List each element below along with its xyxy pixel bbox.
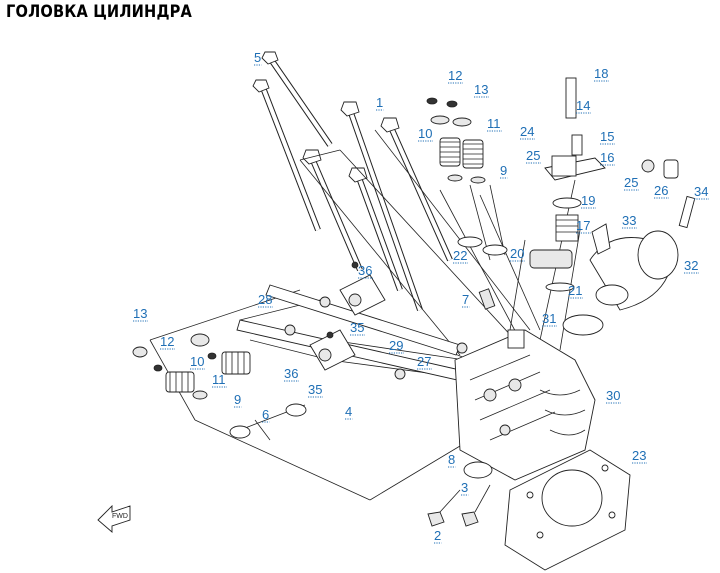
callout-c25a: 25 <box>526 148 540 163</box>
callout-c9a: 9 <box>500 163 507 178</box>
lower-valve-train <box>132 333 307 439</box>
callout-c16: 16 <box>600 150 614 165</box>
callout-c23: 23 <box>632 448 646 463</box>
upper-valve-train <box>426 97 508 261</box>
callout-c4: 4 <box>345 404 352 419</box>
studs-and-nuts <box>427 461 493 527</box>
callout-c7: 7 <box>462 292 469 307</box>
callout-c32: 32 <box>684 258 698 273</box>
callout-c10a: 10 <box>418 126 432 141</box>
callout-c5: 5 <box>254 50 261 65</box>
callout-c35a: 35 <box>350 320 364 335</box>
callout-c18: 18 <box>594 66 608 81</box>
head-gasket <box>504 449 631 571</box>
callout-c12a: 12 <box>448 68 462 83</box>
callout-c25b: 25 <box>624 175 638 190</box>
callout-c8: 8 <box>448 452 455 467</box>
callout-c2: 2 <box>434 528 441 543</box>
front-direction-arrow-icon: FWD <box>97 504 131 533</box>
callout-c19: 19 <box>581 193 595 208</box>
callout-c36a: 36 <box>358 263 372 278</box>
page-title: ГОЛОВКА ЦИЛИНДРА <box>6 2 193 22</box>
callout-c22: 22 <box>453 248 467 263</box>
callout-c14: 14 <box>576 98 590 113</box>
long-bolts <box>252 51 453 311</box>
callout-c15: 15 <box>600 129 614 144</box>
callout-c36b: 36 <box>284 366 298 381</box>
callout-c34: 34 <box>694 184 708 199</box>
callout-c11a: 11 <box>487 116 501 131</box>
callout-c29: 29 <box>389 338 403 353</box>
callout-c10b: 10 <box>190 354 204 369</box>
callout-c33: 33 <box>622 213 636 228</box>
callout-c3: 3 <box>461 480 468 495</box>
callout-c26: 26 <box>654 183 668 198</box>
callout-c20: 20 <box>510 246 524 261</box>
callout-c13a: 13 <box>474 82 488 97</box>
callout-c1: 1 <box>376 95 383 110</box>
callout-c13b: 13 <box>133 306 147 321</box>
callout-c17: 17 <box>576 218 590 233</box>
callout-c24: 24 <box>520 124 534 139</box>
callout-c11b: 11 <box>212 372 226 387</box>
callout-c35b: 35 <box>308 382 322 397</box>
intake-manifold <box>562 195 696 336</box>
callout-c28: 28 <box>258 292 272 307</box>
callout-c6: 6 <box>262 407 269 422</box>
thermostat-assembly <box>529 77 679 292</box>
callout-c31: 31 <box>542 311 556 326</box>
callout-c30: 30 <box>606 388 620 403</box>
callout-c21: 21 <box>568 283 582 298</box>
svg-text:FWD: FWD <box>112 513 128 520</box>
callout-c27: 27 <box>417 354 431 369</box>
callout-c9b: 9 <box>234 392 241 407</box>
cylinder-head <box>454 288 596 481</box>
rocker-arms <box>309 261 386 371</box>
callout-c12b: 12 <box>160 334 174 349</box>
